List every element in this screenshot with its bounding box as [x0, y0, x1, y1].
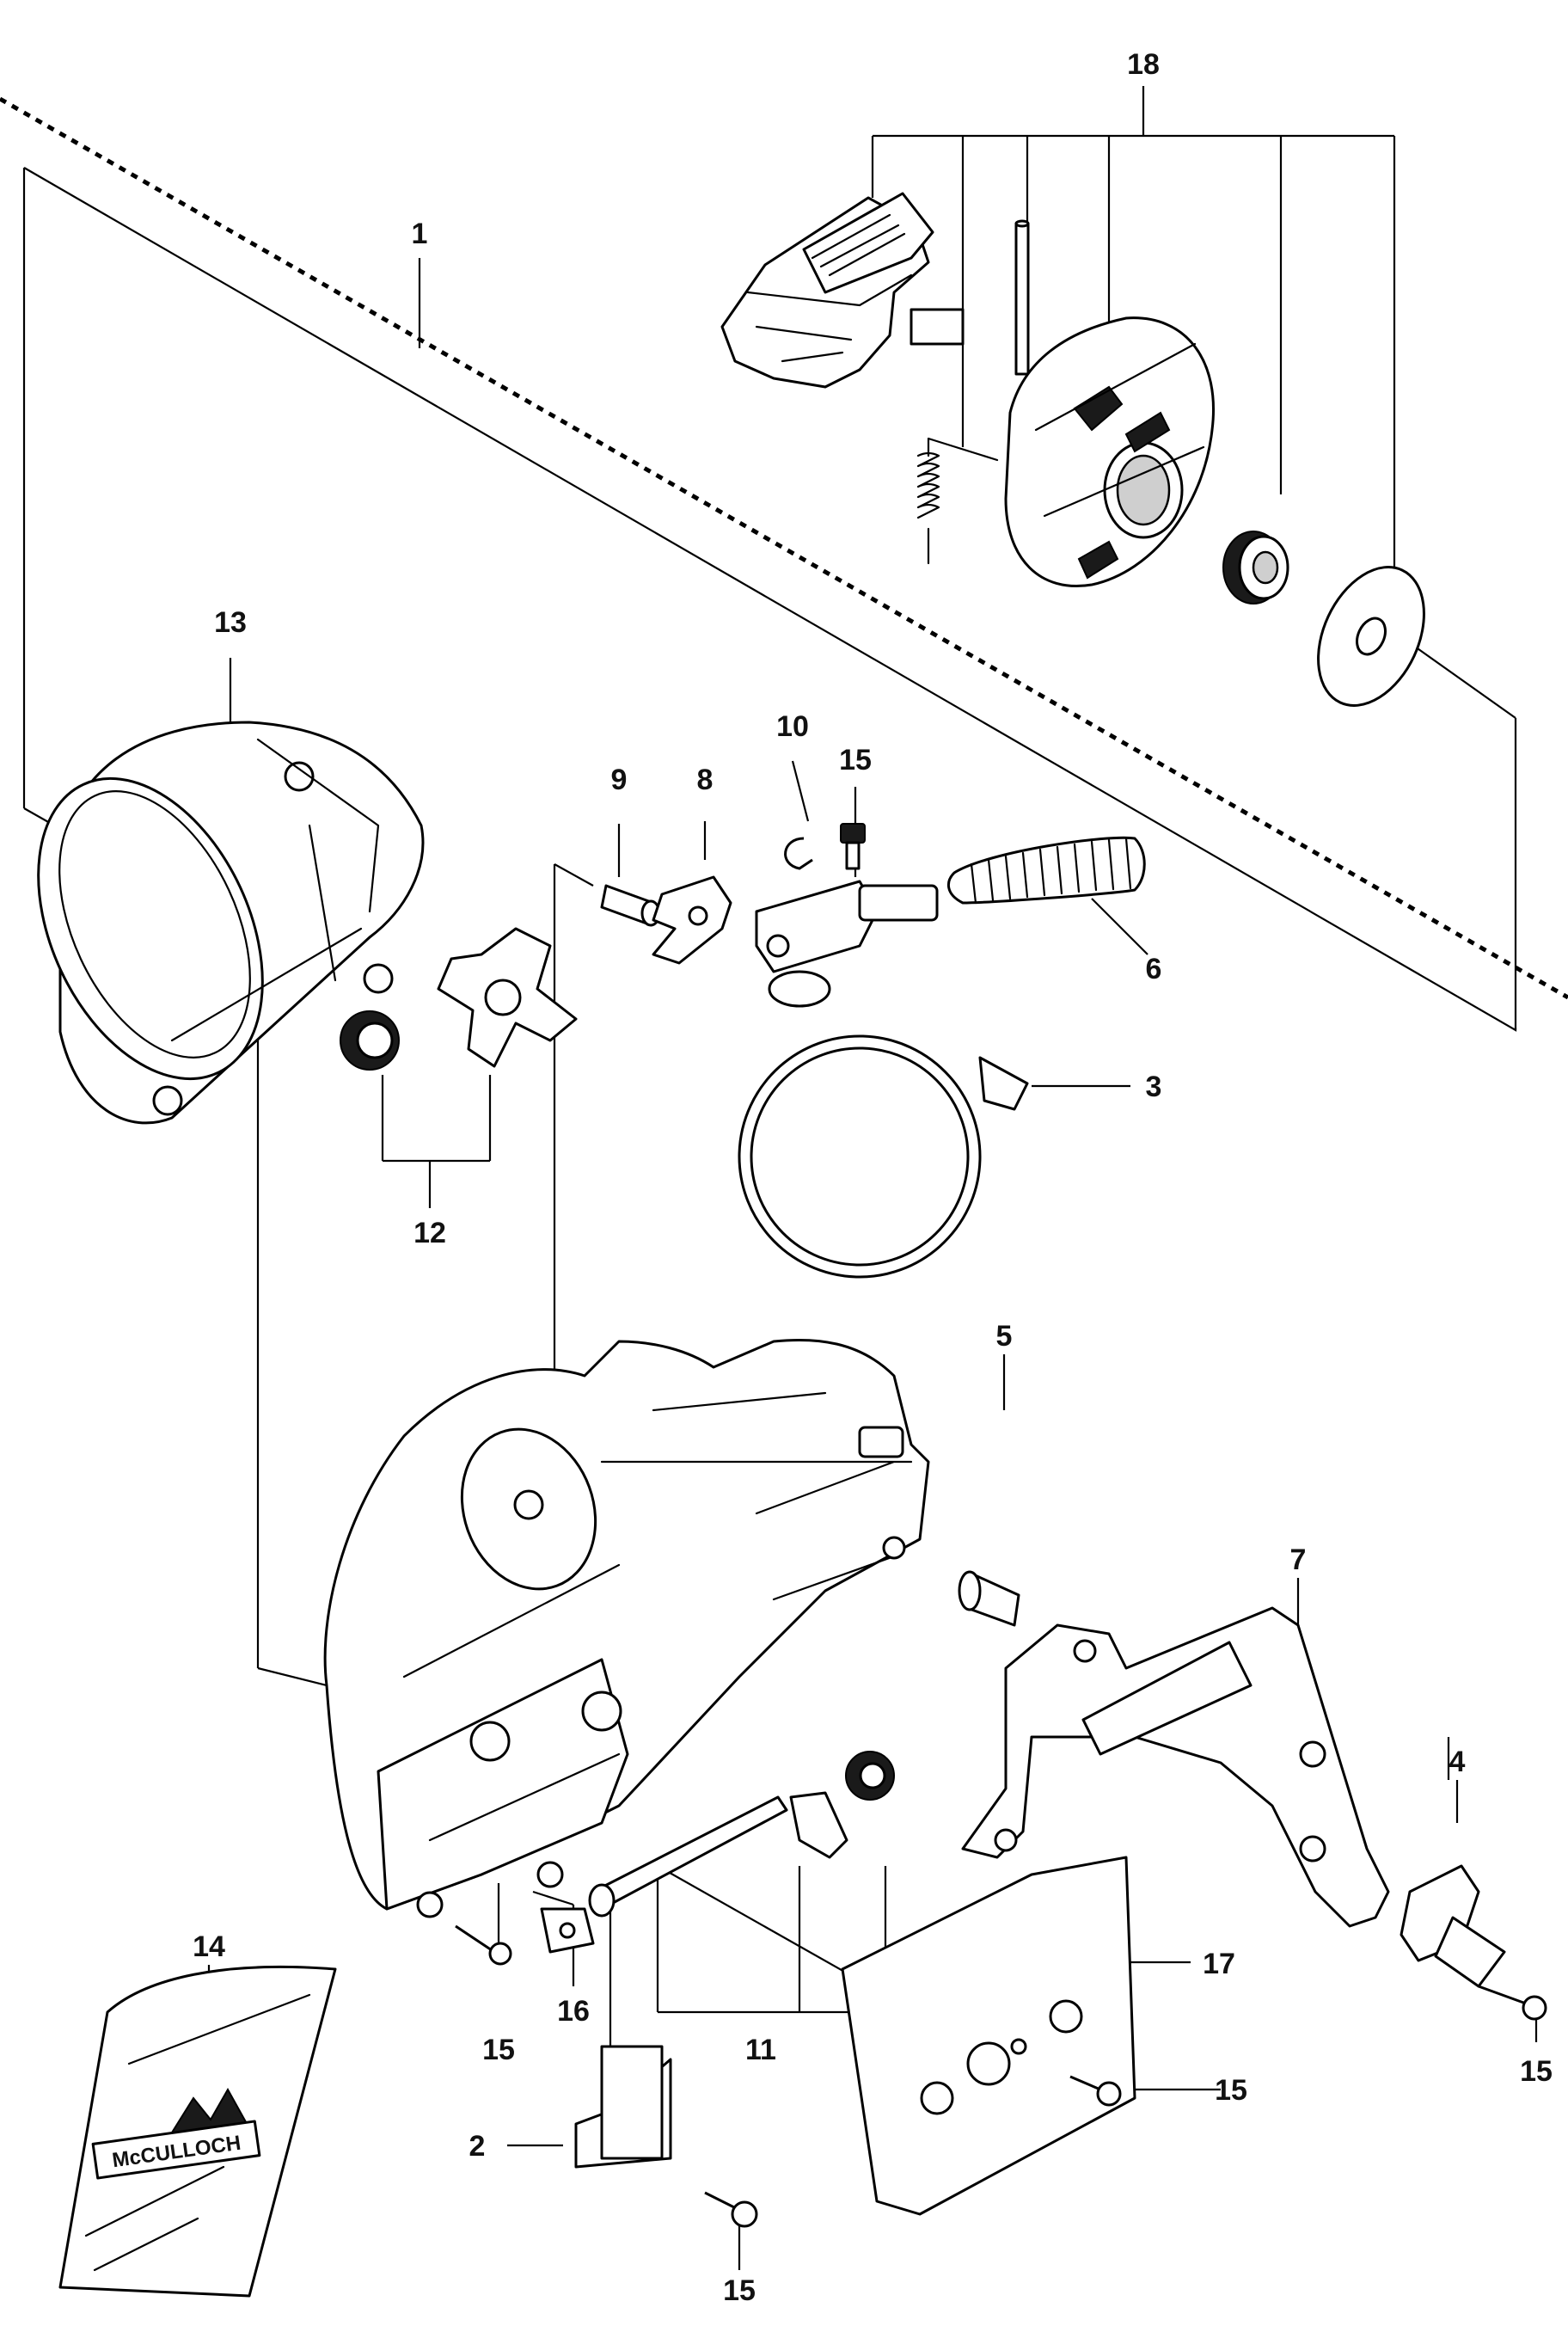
label-8: 8 [697, 764, 714, 796]
screw-15-right [1478, 1985, 1547, 2021]
label-2: 2 [469, 2130, 486, 2163]
part-18-pin [1014, 219, 1030, 376]
part-3-brake-band [738, 970, 1029, 1279]
label-10: 10 [776, 710, 809, 743]
part-16-nut [540, 1907, 595, 1954]
label-14: 14 [193, 1930, 225, 1963]
label-15b: 15 [482, 2034, 515, 2066]
part-10-clip [784, 837, 813, 870]
label-15c: 15 [1520, 2055, 1553, 2088]
label-16: 16 [557, 1995, 590, 2028]
label-5: 5 [996, 1320, 1013, 1353]
label-13: 13 [214, 606, 247, 639]
leader-lines-18 [871, 86, 1396, 572]
part-18-brake-lever [720, 192, 965, 389]
part-9-pin [600, 884, 661, 927]
label-18: 18 [1127, 48, 1160, 81]
label-15e: 15 [723, 2274, 756, 2307]
part-18-spring [916, 437, 999, 565]
part-7-bar-guide [961, 1606, 1390, 1928]
part-5-bushing [958, 1570, 1020, 1627]
part-13-clutch-cover [37, 721, 425, 1125]
part-bracket-arm [755, 880, 939, 973]
label-9: 9 [611, 764, 628, 796]
screw-15-left [455, 1924, 512, 1966]
part-14-decal: McCULLOCH [58, 1965, 337, 2298]
part-18-bearing [1222, 531, 1289, 604]
part-11-nut [789, 1791, 848, 1859]
label-11: 11 [745, 2034, 776, 2066]
part-11-sprocket [845, 1751, 895, 1801]
label-17: 17 [1203, 1948, 1235, 1980]
part-18-drum-cover [1004, 316, 1215, 587]
label-3: 3 [1146, 1071, 1162, 1103]
part-6-spring [946, 836, 1146, 905]
label-6: 6 [1146, 953, 1162, 985]
label-15a: 15 [839, 744, 872, 776]
screw-15-bottom [704, 2191, 758, 2228]
label-12: 12 [413, 1217, 446, 1249]
part-18-washer [1317, 566, 1425, 707]
label-15d: 15 [1215, 2074, 1247, 2107]
label-4: 4 [1449, 1746, 1466, 1778]
part-1-housing [323, 1338, 930, 1918]
part-12-knob [437, 927, 578, 1068]
part-4-chain-catcher [1400, 1864, 1506, 1988]
part-11-adjuster-shaft [588, 1795, 788, 1918]
label-7: 7 [1290, 1543, 1307, 1576]
label-1: 1 [412, 218, 428, 250]
part-15-screw-upper [840, 823, 866, 870]
part-2-bracket [574, 2045, 672, 2169]
part-12-sprocket [340, 1010, 400, 1071]
dotted-divider [0, 96, 1568, 1000]
part-17-side-plate [841, 1856, 1136, 2216]
part-8-lever [652, 875, 732, 965]
screw-15-plate [1069, 2075, 1122, 2107]
